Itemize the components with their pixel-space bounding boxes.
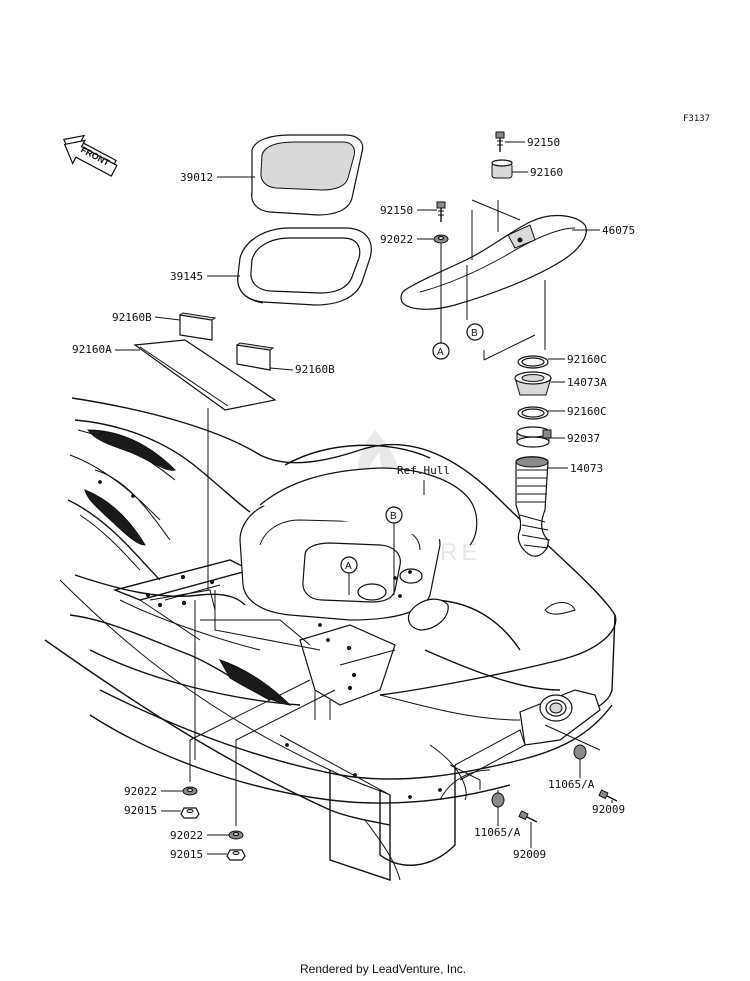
footer-credit: Rendered by LeadVenture, Inc. [300,962,466,976]
label-39145: 39145 [170,270,203,283]
part-92015-nut-b2 [226,849,246,861]
label-92015-b2: 92015 [170,848,203,861]
diagram-code: F3137 [683,114,710,124]
ref-marker-b-top: B [466,323,484,341]
ref-marker-b-hull: B [385,506,403,595]
label-92037: 92037 [567,432,600,445]
label-92160b-1: 92160B [112,311,152,324]
label-46075: 46075 [602,224,635,237]
part-92009-screw-1 [598,789,618,802]
label-92009-2: 92009 [513,848,546,861]
part-14073a-fitting [514,371,552,396]
svg-text:A: A [437,347,444,358]
part-92160b-pad-1 [178,312,217,341]
part-92022-washer-b2 [228,830,244,840]
part-39012-cover [251,134,364,216]
label-92022-b2: 92022 [170,829,203,842]
part-92160b-pad-2 [235,342,275,371]
front-arrow-icon: FRONT [63,134,118,177]
label-92160a: 92160A [72,343,112,356]
label-92160: 92160 [530,166,563,179]
label-92009-1: 92009 [592,803,625,816]
part-92160c-ring-2 [517,406,549,420]
part-39145-gasket [237,227,372,306]
part-92022-washer-top [433,234,449,244]
part-92160c-ring-1 [517,355,549,369]
label-14073a: 14073A [567,376,607,389]
part-92160a-sheet [133,339,277,411]
label-92015-b1: 92015 [124,804,157,817]
part-92009-screw-2 [518,810,538,823]
part-92160-spacer [491,159,513,179]
part-14073-hose [515,456,551,557]
svg-text:A: A [345,561,352,572]
part-92037-clamp [516,426,552,448]
part-11065a-cap-1 [573,744,587,760]
label-11065a-1: 11065/A [548,778,595,791]
label-39012: 39012 [180,171,213,184]
label-92160b-2: 92160B [295,363,335,376]
ref-marker-a-top: A [432,342,450,360]
label-11065a-2: 11065/A [474,826,521,839]
part-92015-nut-b1 [180,807,200,819]
label-92160c-2: 92160C [567,405,607,418]
svg-text:B: B [471,328,478,339]
label-92022-b1: 92022 [124,785,157,798]
label-92150-top: 92150 [527,136,560,149]
label-92150-left: 92150 [380,204,413,217]
part-46075-handle [400,199,587,310]
ref-hull-label: Ref.Hull [397,464,450,477]
svg-text:B: B [390,511,397,522]
label-14073: 14073 [570,462,603,475]
part-92150-bolt-top [495,131,505,152]
part-92150-bolt-left [436,201,446,222]
part-92022-washer-b1 [182,786,198,796]
part-11065a-cap-2 [491,792,505,808]
ref-marker-a-hull: A [340,556,358,595]
label-92022-top: 92022 [380,233,413,246]
label-92160c-1: 92160C [567,353,607,366]
